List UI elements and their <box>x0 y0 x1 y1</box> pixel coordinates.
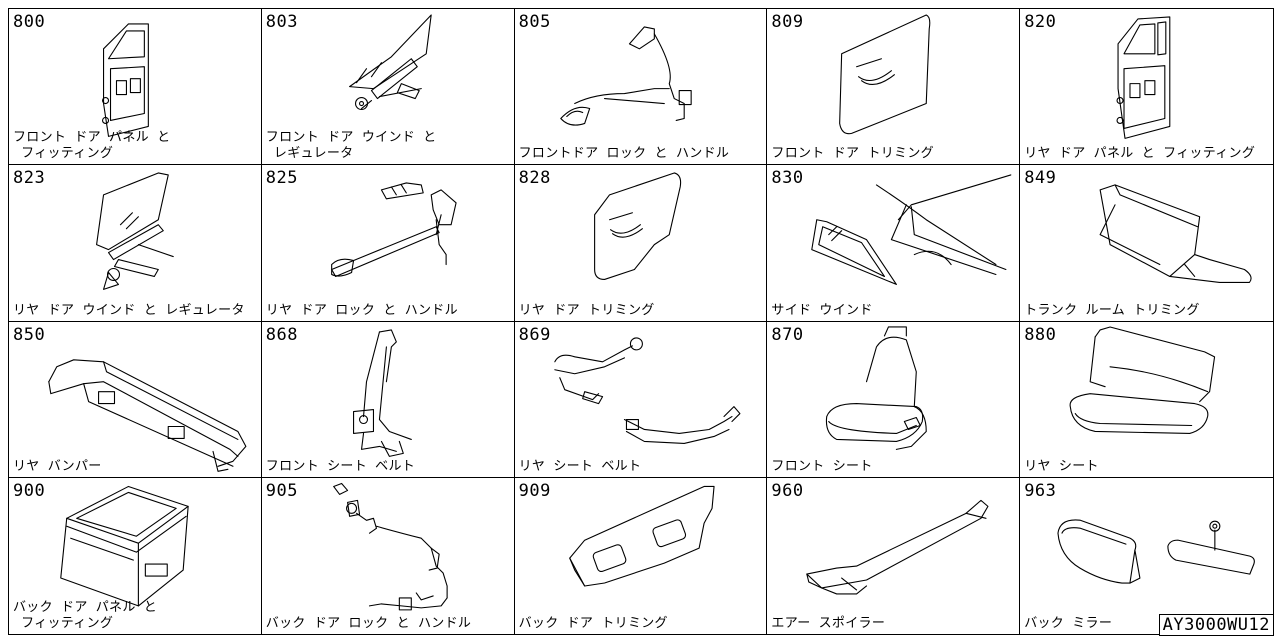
category-code: 823 <box>13 168 46 189</box>
category-label: トランク ルーム トリミング <box>1024 302 1200 318</box>
category-code: 905 <box>265 480 299 501</box>
category-code: 849 <box>1024 168 1057 189</box>
category-label: フロント ドア パネル と フィッティング <box>13 130 171 162</box>
back-mirror-icon <box>1057 519 1256 584</box>
category-label: エアー スポイラー <box>771 616 886 631</box>
front-seat-belt-icon <box>352 328 412 457</box>
category-label: サイド ウインド <box>771 302 873 318</box>
rear-door-window-regulator-icon <box>96 172 174 291</box>
category-cell-803[interactable]: 803 フロント ドア ウインド と レギュレータ <box>261 9 515 166</box>
category-label: リヤ バンパー <box>13 458 102 474</box>
rear-seat-belt-icon <box>553 336 741 444</box>
category-label: フロント ドア ウインド と レギュレータ <box>265 130 437 162</box>
rear-door-lock-handle-icon <box>330 182 457 278</box>
front-door-lock-handle-icon <box>559 26 692 126</box>
trunk-room-trim-icon <box>1099 184 1252 284</box>
category-code: 850 <box>13 324 46 345</box>
category-label: リヤ ドア トリミング <box>518 302 655 318</box>
category-cell-809[interactable]: 809 フロント ドア トリミング <box>767 9 1021 166</box>
category-cell-828[interactable]: 828 リヤ ドア トリミング <box>514 165 768 322</box>
category-code: 869 <box>518 324 551 345</box>
rear-door-panel-icon <box>1116 16 1171 139</box>
category-cell-823[interactable]: 823 リヤ ドア ウインド と レギュレータ <box>9 165 262 322</box>
category-cell-805[interactable]: 805 フロントドア ロック と ハンドル <box>514 9 768 166</box>
category-label: フロント シート <box>771 458 873 474</box>
category-label: リヤ シート ベルト <box>518 458 642 474</box>
category-cell-963[interactable]: 963 バック ミラー <box>1020 478 1273 634</box>
category-code: 830 <box>771 168 804 189</box>
air-spoiler-icon <box>806 499 989 595</box>
back-door-trim-icon <box>568 485 715 587</box>
category-cell-900[interactable]: 900 バック ドア パネル と フィッティング <box>9 477 262 634</box>
category-label: バック ドア トリミング <box>518 616 668 631</box>
category-label: フロント ドア トリミング <box>771 146 934 162</box>
back-door-lock-handle-icon <box>332 482 448 611</box>
catalog-code: AY3000WU12 <box>1158 614 1274 636</box>
category-label: バック ミラー <box>1024 616 1113 631</box>
category-label: フロント シート ベルト <box>265 458 416 474</box>
category-code: 805 <box>518 12 551 32</box>
category-label: リヤ シート <box>1024 458 1099 474</box>
category-code: 963 <box>1024 480 1057 501</box>
category-cell-830[interactable]: 830 サイド ウインド <box>767 165 1021 322</box>
category-label: バック ドア ロック と ハンドル <box>265 616 472 631</box>
category-cell-825[interactable]: 825 リヤ ドア ロック と ハンドル <box>261 165 515 322</box>
category-cell-905[interactable]: 905 バック ドア ロック と ハンドル <box>262 477 515 634</box>
category-code: 809 <box>771 12 804 32</box>
category-code: 828 <box>518 168 551 189</box>
category-cell-850[interactable]: 850 リヤ バンパー <box>9 321 262 478</box>
category-code: 820 <box>1024 12 1057 32</box>
category-cell-909[interactable]: 909 バック ドア トリミング <box>515 477 768 634</box>
category-label: フロントドア ロック と ハンドル <box>518 146 730 162</box>
category-label: バック ドア パネル と フィッティング <box>13 600 158 631</box>
category-cell-849[interactable]: 849 トランク ルーム トリミング <box>1020 165 1273 322</box>
category-label: リヤ ドア ウインド と レギュレータ <box>13 302 245 318</box>
category-code: 803 <box>265 12 299 32</box>
rear-bumper-icon <box>48 358 247 472</box>
category-code: 870 <box>771 324 804 345</box>
category-cell-870[interactable]: 870 フロント シート <box>767 321 1021 478</box>
category-cell-869[interactable]: 869 リヤ シート ベルト <box>514 321 768 478</box>
category-code: 800 <box>13 12 46 32</box>
category-cell-800[interactable]: 800 フロント ドア パネル と フィッティング <box>9 9 262 166</box>
rear-seat-icon <box>1069 325 1216 434</box>
category-cell-820[interactable]: 820 リヤ ドア パネル と フィッティング <box>1020 9 1273 166</box>
front-door-trim-icon <box>839 14 931 135</box>
category-cell-868[interactable]: 868 フロント シート ベルト <box>261 321 515 478</box>
category-cell-880[interactable]: 880 リヤ シート <box>1020 322 1273 478</box>
front-seat-icon <box>826 325 928 450</box>
rear-door-trim-icon <box>593 172 681 281</box>
category-label: リヤ ドア パネル と フィッティング <box>1024 146 1256 162</box>
category-code: 900 <box>13 480 46 501</box>
front-door-window-regulator-icon <box>348 14 432 111</box>
parts-category-grid: 800 フロント ドア パネル と フィッティング 803 フロント ドア ウインド … <box>8 8 1274 635</box>
category-code: 880 <box>1024 324 1057 345</box>
front-door-panel-icon <box>102 23 149 137</box>
category-cell-960[interactable]: 960 エアー スポイラー <box>767 477 1021 634</box>
category-code: 825 <box>265 168 299 189</box>
category-code: 909 <box>518 480 551 501</box>
category-code: 960 <box>771 480 804 501</box>
side-window-icon <box>811 174 1012 286</box>
category-code: 868 <box>265 324 299 345</box>
category-label: リヤ ドア ロック と ハンドル <box>265 302 458 318</box>
back-door-panel-icon <box>60 485 189 607</box>
